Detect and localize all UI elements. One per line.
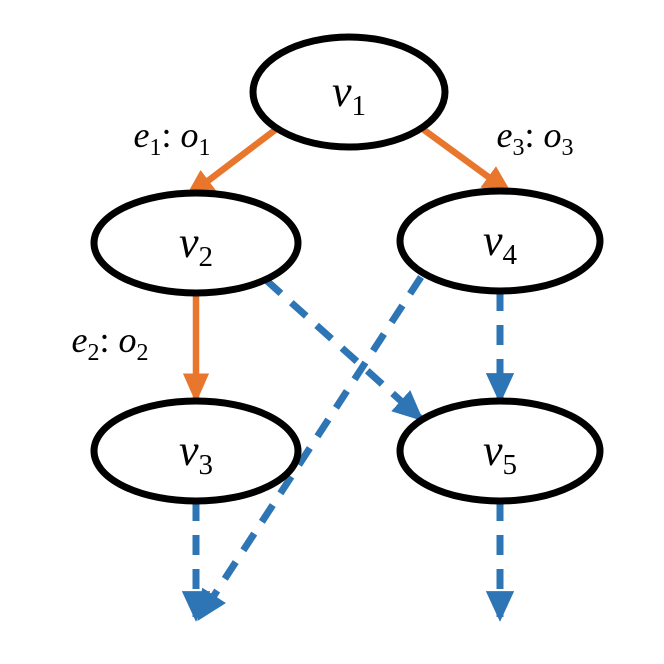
node-v4-ellipse[interactable] (396, 187, 604, 295)
node-v4-label: v4 (483, 216, 518, 271)
node-v2[interactable]: v2 (90, 189, 302, 297)
solid-edge-e1-v1-to-v2 (184, 124, 281, 199)
edge-label-e2: e2: o2 (72, 320, 149, 365)
node-v2-ellipse[interactable] (90, 189, 302, 297)
solid-edge-group (182, 124, 513, 404)
node-v1[interactable]: v1 (249, 33, 449, 151)
node-v2-label: v2 (179, 218, 213, 273)
node-v4[interactable]: v4 (396, 187, 604, 295)
node-group: v1 v2 v4 v3 v5 (90, 33, 604, 505)
edge-label-group: e1: o1 e2: o2 e3: o3 (72, 115, 574, 365)
solid-edge-e3-v1-to-v4 (418, 124, 513, 195)
node-v5-label: v5 (483, 426, 517, 481)
node-v3[interactable]: v3 (90, 397, 302, 505)
node-v1-label: v1 (332, 67, 366, 122)
edge-label-e1: e1: o1 (134, 115, 211, 160)
edge-label-e3: e3: o3 (497, 115, 574, 160)
node-v5-ellipse[interactable] (396, 397, 604, 505)
node-v3-label: v3 (179, 426, 213, 481)
node-v3-ellipse[interactable] (90, 397, 302, 505)
node-v1-ellipse[interactable] (249, 33, 449, 151)
dashed-edge-group (181, 275, 515, 622)
dashed-edge-v2-to-v5 (263, 277, 424, 422)
node-v5[interactable]: v5 (396, 397, 604, 505)
